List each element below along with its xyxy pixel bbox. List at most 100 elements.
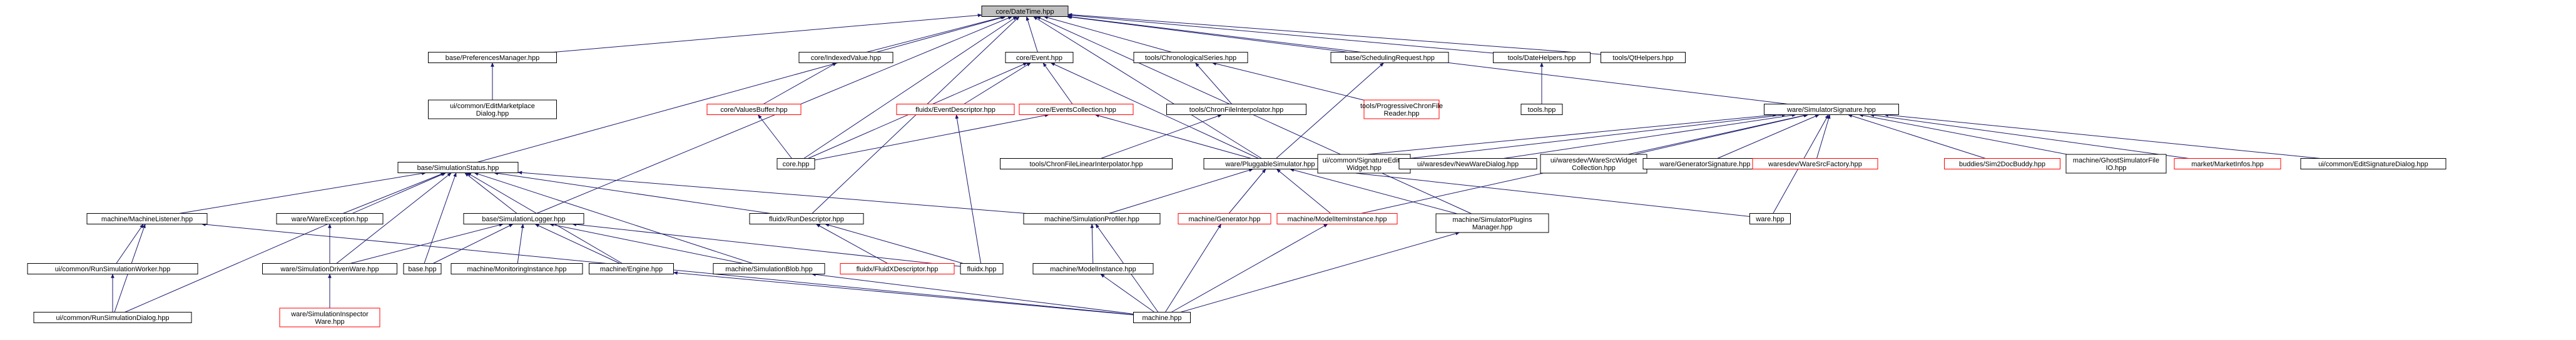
node-label: core/EventsCollection.hpp [1036,106,1116,114]
edge-n3-to-n0 [1026,16,1038,52]
node-box [1601,52,1686,63]
node-label: Ware.hpp [315,318,344,326]
node-n18[interactable]: ware/PluggableSimulator.hpp [1203,158,1337,169]
node-box [2300,158,2446,169]
node-n47[interactable]: ui/common/RunSimulationDialog.hpp [33,312,192,323]
node-n30[interactable]: ware/WareException.hpp [276,213,384,224]
edge-n49-to-n42 [673,271,1134,316]
edge-n33-to-n28 [517,171,1027,214]
node-n26[interactable]: market/MarketInfos.hpp [2174,158,2281,169]
node-label: ui/waresdev/NewWareDialog.hpp [1417,161,1519,168]
node-n27[interactable]: ui/common/EditSignatureDialog.hpp [2300,158,2446,169]
node-n14[interactable]: tools.hpp [1520,104,1563,115]
node-label: core.hpp [783,161,810,168]
node-n40[interactable]: base.hpp [403,263,442,274]
node-box [2174,158,2281,169]
node-label: machine/SimulationBlob.hpp [725,266,812,273]
node-n33[interactable]: machine/SimulationProfiler.hpp [1023,213,1161,224]
node-box [798,52,893,63]
node-label: ware.hpp [1755,216,1784,223]
node-n12[interactable]: tools/ChronFileInterpolator.hpp [1166,104,1306,115]
node-label: ware/SimulatorSignature.hpp [1786,106,1876,114]
node-n39[interactable]: ware/SimulationDrivenWare.hpp [262,263,397,274]
node-n28[interactable]: base/SimulationStatus.hpp [397,162,519,173]
node-box [1944,158,2060,169]
node-n3[interactable]: core/Event.hpp [1005,52,1074,63]
node-n29[interactable]: machine/MachineListener.hpp [86,213,208,224]
node-box [428,99,557,119]
node-box [1752,158,1878,169]
node-n10[interactable]: fluidx/EventDescriptor.hpp [896,104,1015,115]
node-n23[interactable]: waresdev/WareSrcFactory.hpp [1752,158,1878,169]
node-label: ware/PluggableSimulator.hpp [1224,161,1315,168]
node-n20[interactable]: ui/waresdev/NewWareDialog.hpp [1398,158,1537,169]
node-n9[interactable]: core/ValuesBuffer.hpp [706,104,802,115]
node-box [451,263,583,274]
node-n1[interactable]: base/PreferencesManager.hpp [428,52,557,63]
edge-n21-to-n15 [1634,114,1809,155]
node-n37[interactable]: ware.hpp [1749,213,1791,224]
node-n6[interactable]: tools/DateHelpers.hpp [1493,52,1591,63]
node-n5[interactable]: base/SchedulingRequest.hpp [1330,52,1449,63]
edge-n13-to-n4 [1211,62,1365,101]
node-n2[interactable]: core/IndexedValue.hpp [798,52,893,63]
node-n15[interactable]: ware/SimulatorSignature.hpp [1764,104,1899,115]
edge-n40-to-n28 [424,172,457,264]
node-label: machine/GhostSimulatorFile [2073,157,2159,164]
node-label: ui/waresdev/WareSrcWidget [1550,157,1637,164]
node-label: Widget.hpp [1347,164,1382,172]
edge-n16-to-n11 [814,113,1049,161]
node-n44[interactable]: fluidx/FluidXDescriptor.hpp [840,263,955,274]
edge-n16-to-n9 [758,114,792,159]
node-n34[interactable]: machine/Generator.hpp [1178,213,1271,224]
node-n4[interactable]: tools/ChronologicalSeries.hpp [1133,52,1248,63]
node-n17[interactable]: tools/ChronFileLinearInterpolator.hpp [1000,158,1173,169]
edge-n26-to-n15 [1870,113,2189,159]
node-n22[interactable]: ware/GeneratorSignature.hpp [1642,158,1768,169]
edge-n37-to-n18 [1318,168,1750,217]
node-n35[interactable]: machine/ModelItemInstance.hpp [1276,213,1398,224]
edge-n18-to-n3 [1050,62,1259,159]
node-n11[interactable]: core/EventsCollection.hpp [1019,104,1134,115]
edge-n11-to-n3 [1042,62,1073,104]
node-n38[interactable]: ui/common/RunSimulationWorker.hpp [27,263,198,274]
node-n16[interactable]: core.hpp [776,158,815,169]
edge-n10-to-n3 [964,62,1031,104]
edge-n19-to-n15 [1410,113,1786,159]
node-box [706,104,802,115]
node-n42[interactable]: machine/Engine.hpp [589,263,674,274]
node-n49[interactable]: machine.hpp [1133,312,1191,323]
node-n32[interactable]: fluidx/RunDescriptor.hpp [749,213,864,224]
node-box [776,158,815,169]
node-label: Collection.hpp [1572,164,1616,172]
node-n43[interactable]: machine/SimulationBlob.hpp [713,263,825,274]
edge-n7-to-n0 [1067,12,1601,55]
node-n41[interactable]: machine/MonitoringInstance.hpp [451,263,583,274]
node-box [1023,213,1161,224]
node-n45[interactable]: fluidx.hpp [960,263,1004,274]
node-n46[interactable]: machine/ModelInstance.hpp [1032,263,1154,274]
edge-n4-to-n0 [1043,16,1172,52]
node-n31[interactable]: base/SimulationLogger.hpp [463,213,584,224]
node-box [33,312,192,323]
node-box [1133,312,1191,323]
edge-n32-to-n28 [494,171,771,214]
node-box [589,263,674,274]
node-box [397,162,519,173]
node-n7[interactable]: tools/QtHelpers.hpp [1601,52,1686,63]
node-box [1178,213,1271,224]
node-n0[interactable]: core/DateTime.hpp [981,6,1069,17]
node-box [262,263,397,274]
node-label: base/SchedulingRequest.hpp [1345,54,1435,62]
node-n24[interactable]: buddies/Sim2DocBuddy.hpp [1944,158,2060,169]
node-label: machine/MachineListener.hpp [101,216,193,223]
node-label: machine/Engine.hpp [600,266,663,273]
